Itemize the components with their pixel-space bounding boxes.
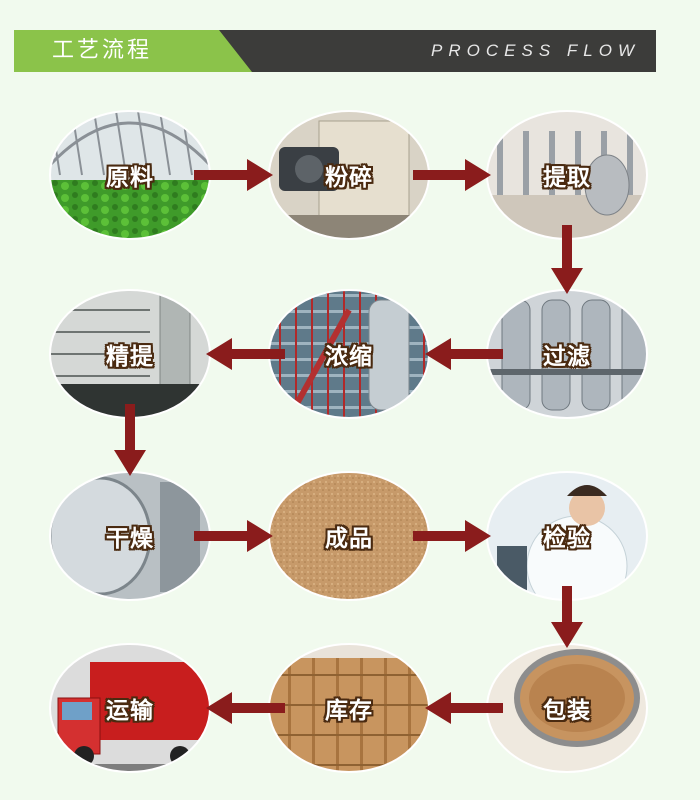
header-title: 工艺流程 [52,38,153,63]
step-label-dryer: 干燥 [106,526,154,552]
flow-arrow-drum-to-warehouse [425,692,503,724]
step-label-machine: 粉碎 [325,165,373,191]
step-label-greenhouse: 原料 [106,165,154,191]
section-header: 工艺流程 PROCESS FLOW [14,30,656,72]
step-label-lab: 检验 [543,526,591,552]
step-node-factory [486,110,648,240]
step-node-dryer [49,471,211,601]
step-label-truck: 运输 [106,698,154,724]
flow-arrow-dryer-to-powder [194,520,273,552]
flow-arrow-pipes-to-columns [206,338,285,370]
header-subtitle: PROCESS FLOW [431,41,640,60]
step-label-factory: 提取 [543,165,591,191]
step-label-drum: 包装 [543,698,591,724]
step-label-pipes: 浓缩 [325,344,373,370]
flow-arrow-warehouse-to-truck [206,692,285,724]
step-label-tanks: 过滤 [543,344,591,370]
flow-arrow-columns-to-dryer [114,404,146,476]
flow-arrow-factory-to-tanks [551,225,583,294]
flow-arrow-powder-to-lab [413,520,491,552]
step-node-pipes [268,289,430,419]
flow-arrow-lab-to-drum [551,586,583,648]
step-node-drum [486,643,648,773]
step-label-columns: 精提 [106,344,154,370]
step-label-warehouse: 库存 [325,698,373,724]
flow-arrow-greenhouse-to-machine [194,159,273,191]
step-label-powder: 成品 [325,526,373,552]
step-node-machine [268,110,430,240]
step-node-greenhouse [49,110,211,240]
flow-arrow-tanks-to-pipes [425,338,503,370]
flow-arrow-machine-to-factory [413,159,491,191]
step-node-tanks [486,289,648,419]
step-node-powder [268,471,430,601]
step-node-lab [486,471,648,601]
header-accent-band [14,30,252,72]
